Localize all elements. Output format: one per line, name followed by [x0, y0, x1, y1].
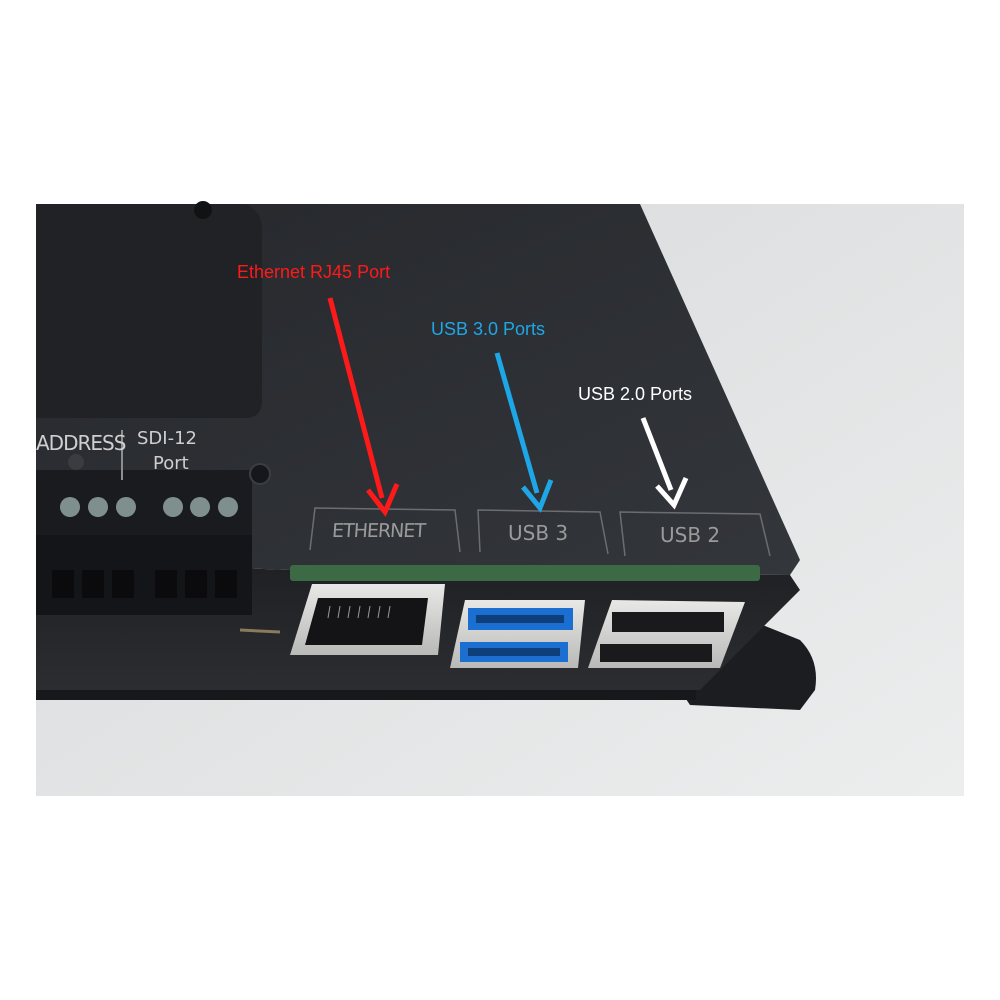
- mount-screw: [249, 463, 271, 485]
- usb3-label-frame: [477, 509, 609, 555]
- usb2-engraving: USB 2: [660, 523, 721, 547]
- usb2-arrow: [640, 417, 689, 510]
- rj45-contacts: [327, 605, 391, 619]
- usb2-port-bottom: [600, 644, 712, 662]
- ethernet-engraving: ETHERNET: [331, 520, 426, 542]
- ethernet-arrow: [327, 297, 400, 517]
- usb3-arrow: [494, 352, 554, 513]
- usb2-port-top: [612, 612, 724, 632]
- sdi12-engraving: SDI-12: [137, 428, 197, 449]
- enclosure-lower-edge: [36, 690, 696, 700]
- panel-screw: [194, 201, 212, 219]
- raised-panel: [36, 204, 262, 418]
- usb2-label-frame: [619, 511, 771, 557]
- address-knob: [68, 454, 84, 470]
- rj45-opening: [305, 598, 428, 645]
- address-engraving: ADDRESS: [36, 431, 126, 455]
- usb3-callout-label: USB 3.0 Ports: [431, 319, 546, 339]
- terminal-screws: [60, 497, 238, 517]
- terminal-sockets: [52, 570, 237, 598]
- usb2-callout-label: USB 2.0 Ports: [578, 384, 693, 404]
- ethernet-callout-label: Ethernet RJ45 Port: [237, 262, 391, 282]
- port-engraving: Port: [153, 453, 189, 474]
- pcb-strip: [290, 565, 760, 581]
- usb3-engraving: USB 3: [508, 521, 569, 545]
